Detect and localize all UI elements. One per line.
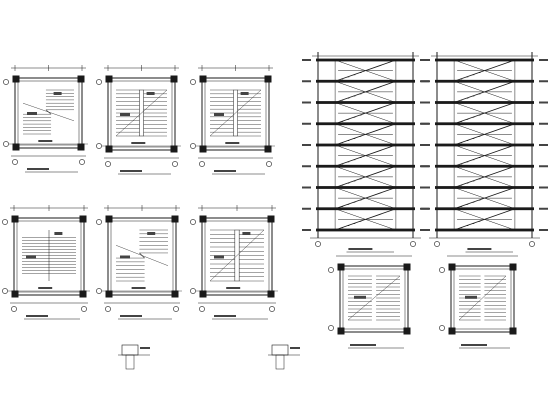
plan-4 (2, 205, 90, 320)
stair-sections-group (302, 52, 548, 253)
plan-6 (190, 205, 278, 320)
plan-5 (96, 205, 182, 320)
section-a (302, 52, 429, 253)
plan-3 (190, 65, 275, 175)
section-b (421, 52, 548, 253)
lower-plan-1 (328, 255, 412, 349)
lower-plans-group (118, 255, 518, 370)
detail-sketches (118, 344, 300, 370)
plan-1 (3, 65, 88, 173)
stair-plans-group (2, 65, 278, 320)
plan-2 (96, 65, 181, 175)
lower-plan-2 (439, 255, 518, 349)
